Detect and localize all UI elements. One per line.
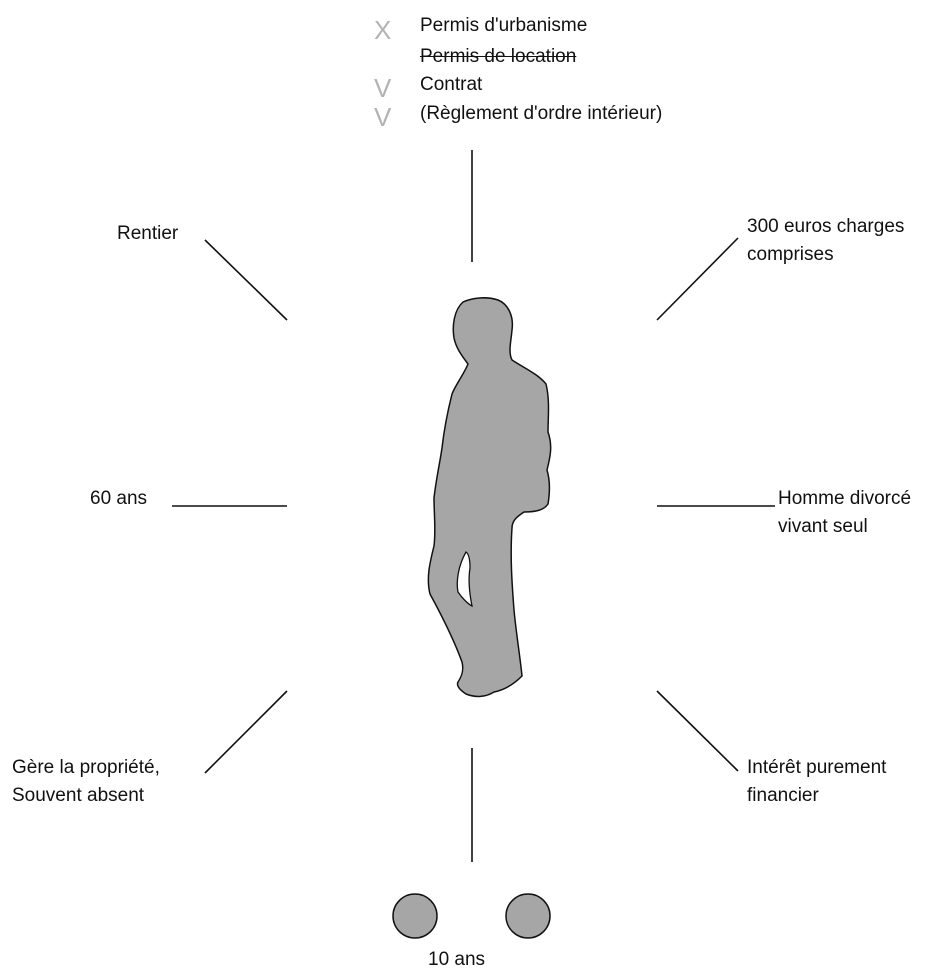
label-interest-line2: financier [747, 785, 819, 806]
cross-icon: X [374, 15, 392, 45]
label-interest-line1: Intérêt purement [747, 757, 887, 778]
label-status-line2: vivant seul [778, 516, 868, 537]
connector-lower-right [656, 690, 739, 772]
person-silhouette [427, 297, 552, 698]
check-icon: V [374, 102, 392, 132]
check-icon: V [374, 73, 392, 103]
dot-right [505, 893, 551, 939]
checklist-item-contrat: Contrat [420, 74, 483, 95]
label-status-line1: Homme divorcé [778, 488, 912, 509]
dot-left [392, 893, 438, 939]
checklist-item-urbanisme: Permis d'urbanisme [420, 15, 588, 36]
connector-upper-right [656, 237, 739, 321]
label-rent-price-line1: 300 euros charges [747, 216, 905, 237]
label-age: 60 ans [90, 488, 148, 509]
label-rent-price-line2: comprises [747, 244, 834, 265]
label-duration: 10 ans [428, 949, 486, 970]
label-management-line2: Souvent absent [12, 785, 145, 806]
connector-lower-left [204, 690, 288, 774]
checklist-item-reglement: (Règlement d'ordre intérieur) [420, 103, 663, 124]
checklist-item-location: Permis de location [420, 46, 577, 67]
person-arm-gap [456, 551, 473, 608]
label-management-line1: Gère la propriété, [12, 757, 160, 778]
connector-upper-left [204, 239, 288, 321]
label-rentier: Rentier [117, 223, 179, 244]
